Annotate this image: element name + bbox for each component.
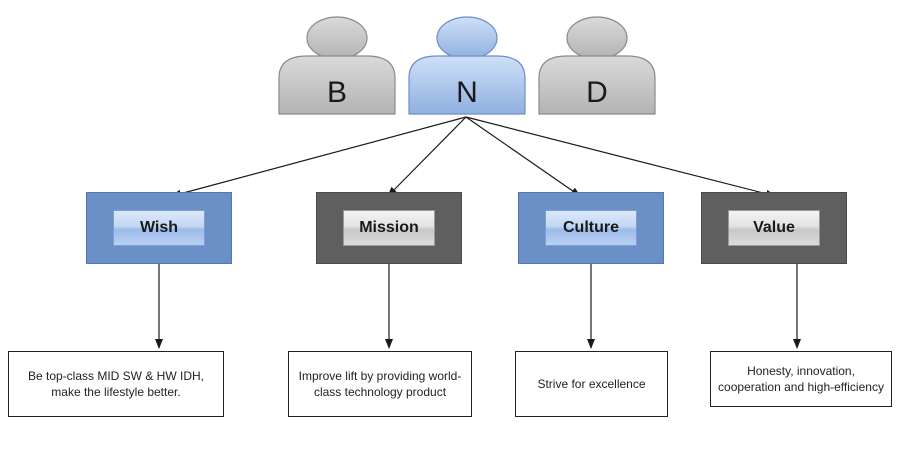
box-label: Mission: [343, 210, 435, 246]
box-culture: Culture: [518, 192, 664, 264]
note-mission: Improve lift by providing world-class te…: [288, 351, 472, 417]
person-letter: D: [586, 76, 608, 109]
note-culture: Strive for excellence: [515, 351, 668, 417]
person-b: B: [277, 16, 397, 116]
arrow-n-to-mission: [387, 116, 467, 197]
person-d: D: [537, 16, 657, 116]
box-mission: Mission: [316, 192, 462, 264]
box-value: Value: [701, 192, 847, 264]
note-value: Honesty, innovation, cooperation and hig…: [710, 351, 892, 407]
box-label: Value: [728, 210, 820, 246]
person-letter: N: [456, 76, 478, 109]
arrow-n-to-culture: [465, 116, 581, 197]
note-wish: Be top-class MID SW & HW IDH, make the l…: [8, 351, 224, 417]
box-wish: Wish: [86, 192, 232, 264]
person-icon: [278, 16, 396, 115]
arrow-n-to-value: [465, 116, 776, 198]
person-letter: B: [326, 76, 347, 109]
person-icon: [538, 16, 656, 115]
person-n: N: [407, 16, 527, 116]
box-label: Culture: [545, 210, 637, 246]
person-icon: [408, 16, 526, 115]
arrow-n-to-wish: [171, 116, 467, 198]
box-label: Wish: [113, 210, 205, 246]
